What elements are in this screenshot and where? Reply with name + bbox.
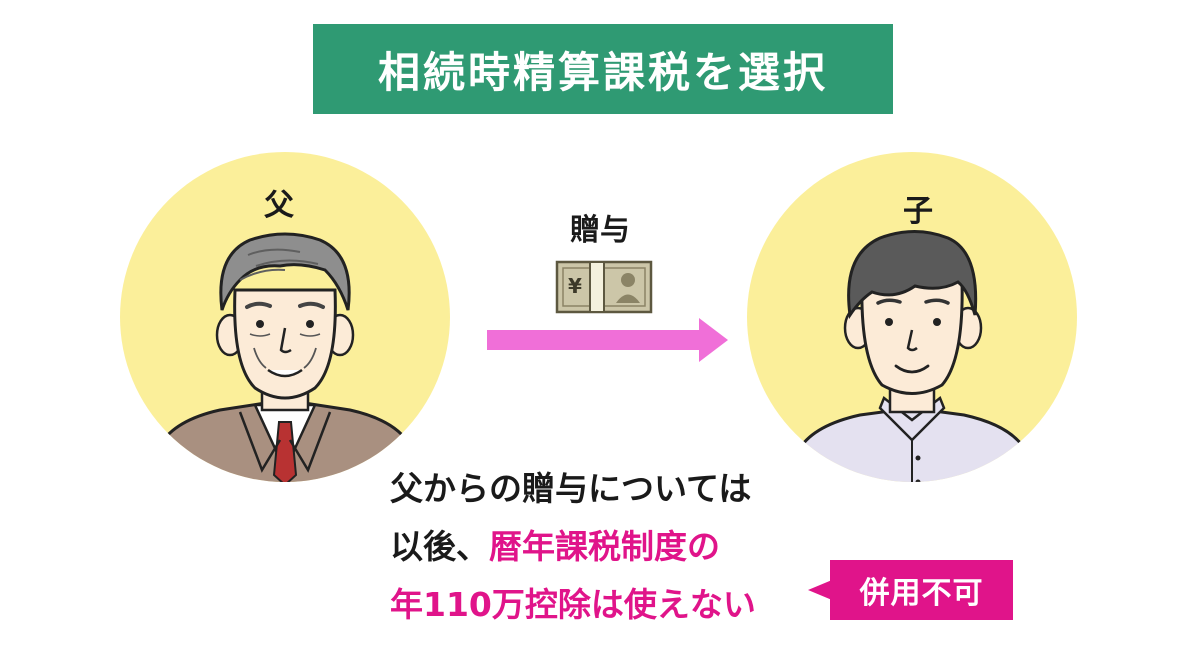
badge-pointer <box>808 580 832 600</box>
message-line-2-prefix: 以後、 <box>390 527 489 566</box>
gift-label: 贈与 <box>570 213 630 248</box>
message-line-2: 以後、暦年課税制度の <box>390 518 810 576</box>
message-line-2-highlight: 暦年課税制度の <box>489 527 720 566</box>
not-combinable-badge: 併用不可 <box>830 560 1013 620</box>
son-label: 子 <box>903 194 933 229</box>
gift-arrow <box>487 318 728 362</box>
page-title: 相続時精算課税を選択 <box>313 24 893 114</box>
explanation-text: 父からの贈与については 以後、暦年課税制度の 年110万控除は使えない <box>390 460 810 634</box>
message-line-3-highlight: 年110万控除は使えない <box>390 585 756 624</box>
father-label: 父 <box>264 188 294 223</box>
message-line-1: 父からの贈与については <box>390 469 752 508</box>
svg-text:¥: ¥ <box>568 274 582 298</box>
yen-banknote-icon: ¥ <box>555 260 653 314</box>
